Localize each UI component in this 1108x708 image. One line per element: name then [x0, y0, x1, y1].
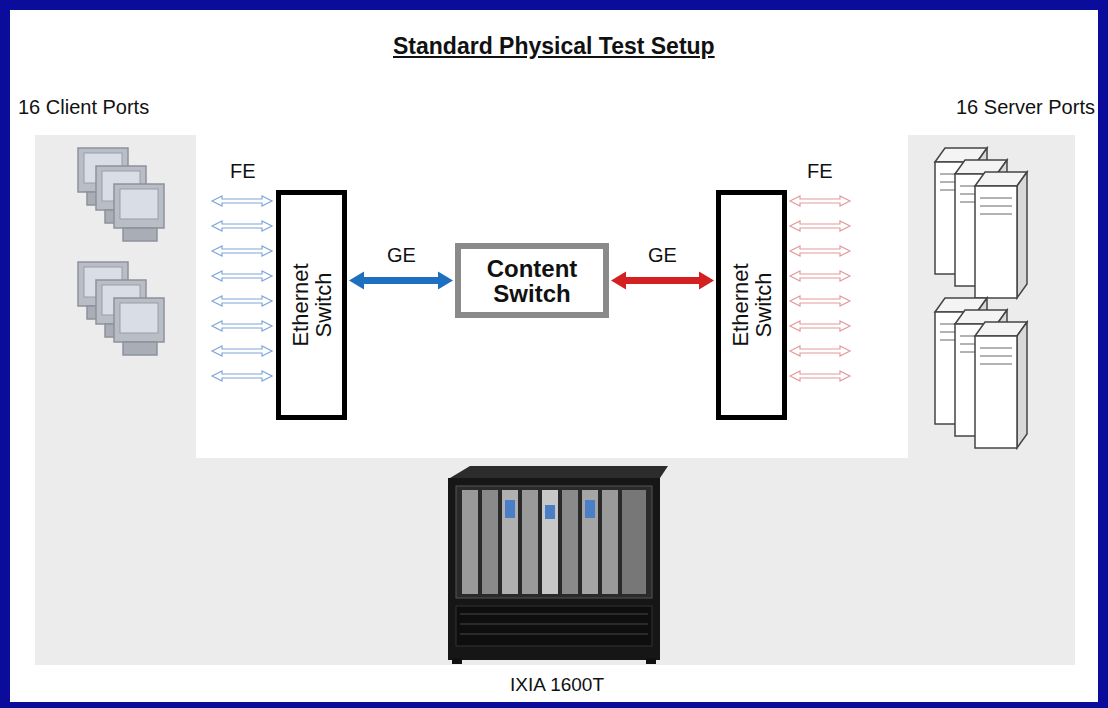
ethernet-switch-box: Ethernet Switch [716, 190, 787, 420]
node-text: Content Switch [467, 255, 597, 305]
device-label: IXIA 1600T [510, 674, 604, 696]
link-arrow [611, 272, 714, 290]
port-group-label: 16 Client Ports [18, 96, 149, 119]
ethernet-switch-box: Ethernet Switch [276, 190, 347, 420]
link-label: GE [385, 244, 418, 267]
content-switch-box: Content Switch [455, 243, 609, 318]
node-text: Ethernet Switch [288, 248, 334, 363]
node-text: Ethernet Switch [728, 248, 774, 363]
port-group-label: 16 Server Ports [956, 96, 1095, 119]
diagram-title: Standard Physical Test Setup [393, 33, 715, 59]
link-type-label: FE [807, 160, 833, 183]
link-label: GE [646, 244, 679, 267]
link-arrow [349, 272, 453, 290]
link-type-label: FE [230, 160, 256, 183]
